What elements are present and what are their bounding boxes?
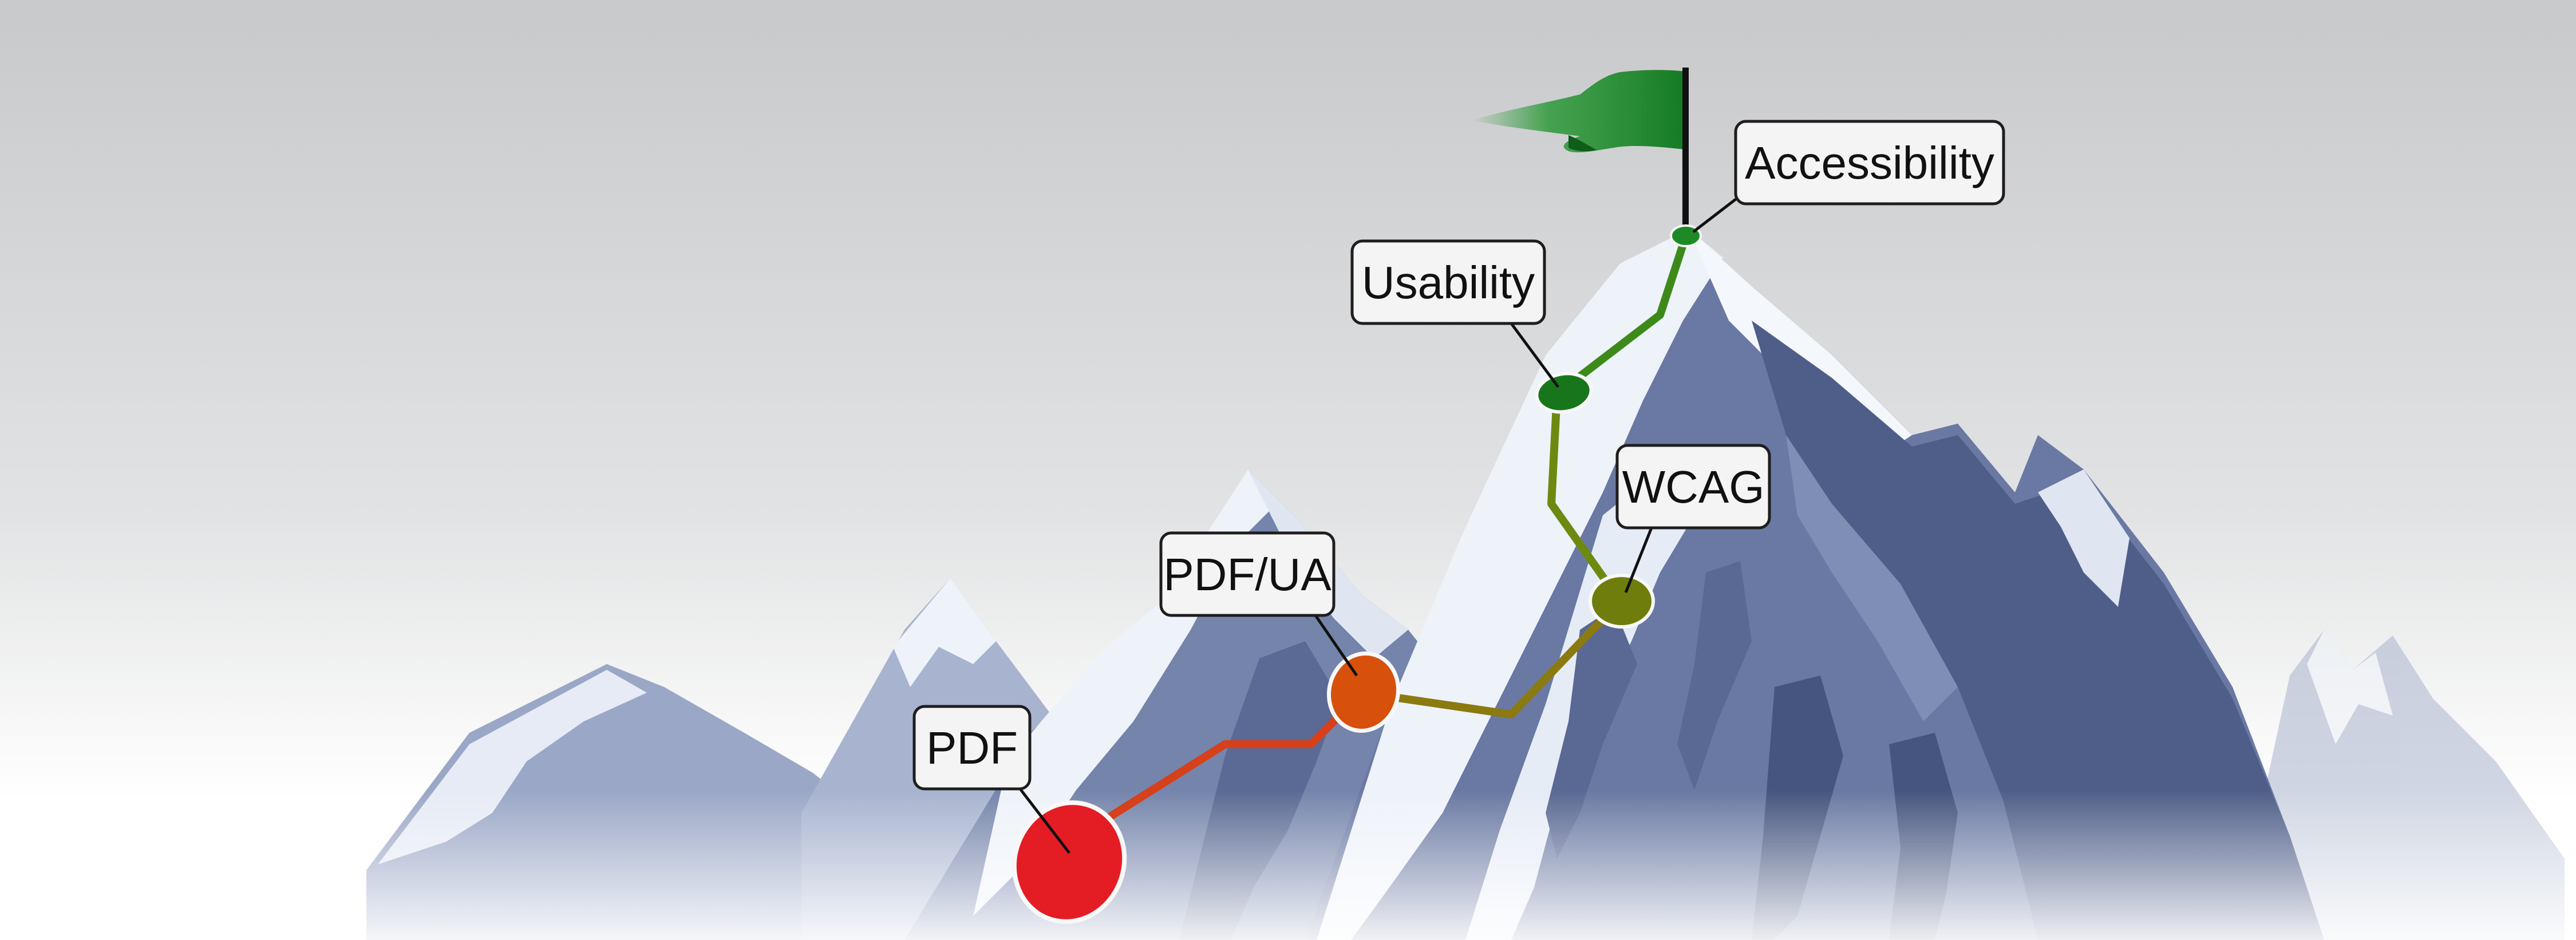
- path-segment-pdfua-wcag: [1358, 597, 1624, 718]
- callout-wcag-box: [1615, 444, 1771, 530]
- marker-usability: [1535, 372, 1593, 414]
- callout-pdf-box: [912, 705, 1032, 791]
- callout-usability-box: [1350, 239, 1546, 325]
- callout-pdf-label: PDF: [926, 722, 1018, 773]
- leader-pdf: [1019, 788, 1070, 854]
- leader-wcag: [1624, 527, 1653, 593]
- ground-fade: [0, 790, 2576, 940]
- callout-pdfua-box: [1159, 531, 1336, 617]
- callout-pdfua-label: PDF/UA: [1163, 549, 1332, 600]
- callout-leaders: [1019, 195, 1741, 854]
- callout-usability: Usability: [1350, 239, 1546, 325]
- leader-usability: [1510, 322, 1560, 388]
- leader-accessibility: [1692, 195, 1741, 233]
- callout-accessibility: Accessibility: [1734, 120, 2005, 206]
- path-segment-wcag-usability: [1547, 390, 1624, 605]
- callout-wcag: WCAG: [1615, 444, 1771, 530]
- flag-fold: [1568, 135, 1597, 152]
- climb-path: [1066, 232, 1690, 846]
- summit-flag: [1471, 68, 1689, 238]
- marker-pdfua: [1326, 651, 1401, 733]
- callout-usability-label: Usability: [1362, 257, 1535, 308]
- flag-pole: [1682, 68, 1689, 238]
- leader-pdfua: [1314, 614, 1358, 677]
- marker-pdf: [1012, 800, 1127, 924]
- callout-accessibility-label: Accessibility: [1745, 137, 1994, 188]
- callout-accessibility-box: [1734, 120, 2005, 206]
- callout-pdfua: PDF/UA: [1159, 531, 1336, 617]
- callout-wcag-label: WCAG: [1622, 461, 1765, 512]
- callout-pdf: PDF: [912, 705, 1032, 791]
- marker-wcag: [1589, 574, 1655, 629]
- flag-cloth: [1471, 70, 1689, 153]
- milestone-markers: [1012, 224, 1702, 924]
- path-segment-usability-accessibility: [1553, 232, 1690, 398]
